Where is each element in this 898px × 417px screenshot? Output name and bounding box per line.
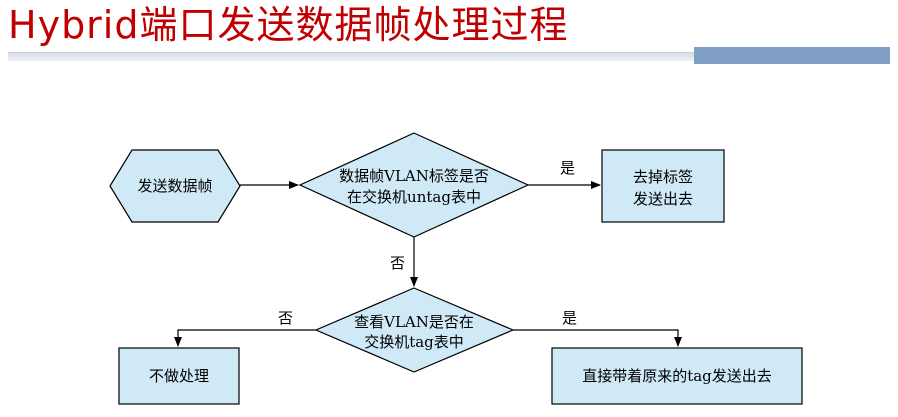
decision-untag-node: 数据帧VLAN标签是否 在交换机untag表中: [298, 132, 530, 238]
action-strip-tag-node: 去掉标签 发送出去: [601, 149, 725, 223]
start-node-label: 发送数据帧: [137, 177, 212, 195]
edge-label-decision1-no: 否: [390, 254, 405, 272]
title-underline: [8, 52, 694, 61]
edge-label-decision2-yes: 是: [562, 309, 577, 327]
decision-tag-node: 查看VLAN是否在 交换机tag表中: [314, 287, 515, 373]
decision-tag-line-1: 查看VLAN是否在: [354, 313, 474, 331]
action-forward-tagged-node: 直接带着原来的tag发送出去: [551, 347, 803, 405]
edge-decision2-yes: [513, 329, 682, 347]
edge-label-decision1-yes: 是: [560, 159, 575, 177]
action-forward-tagged-label: 直接带着原来的tag发送出去: [582, 367, 772, 385]
decision-tag-line-2: 交换机tag表中: [364, 333, 464, 351]
action-no-process-node: 不做处理: [118, 347, 240, 405]
edge-label-decision2-no: 否: [278, 309, 293, 327]
action-strip-tag-line-2: 发送出去: [633, 190, 693, 208]
edges: [174, 181, 682, 347]
slide-title: Hybrid端口发送数据帧处理过程: [8, 3, 569, 47]
decision-untag-line-1: 数据帧VLAN标签是否: [339, 167, 489, 185]
edge-decision2-no: [174, 329, 316, 347]
action-strip-tag-line-1: 去掉标签: [633, 168, 693, 186]
action-no-process-label: 不做处理: [149, 367, 209, 385]
start-node: 发送数据帧: [109, 149, 241, 223]
decision-untag-line-2: 在交换机untag表中: [347, 188, 481, 206]
title-accent-bar: [694, 47, 890, 64]
